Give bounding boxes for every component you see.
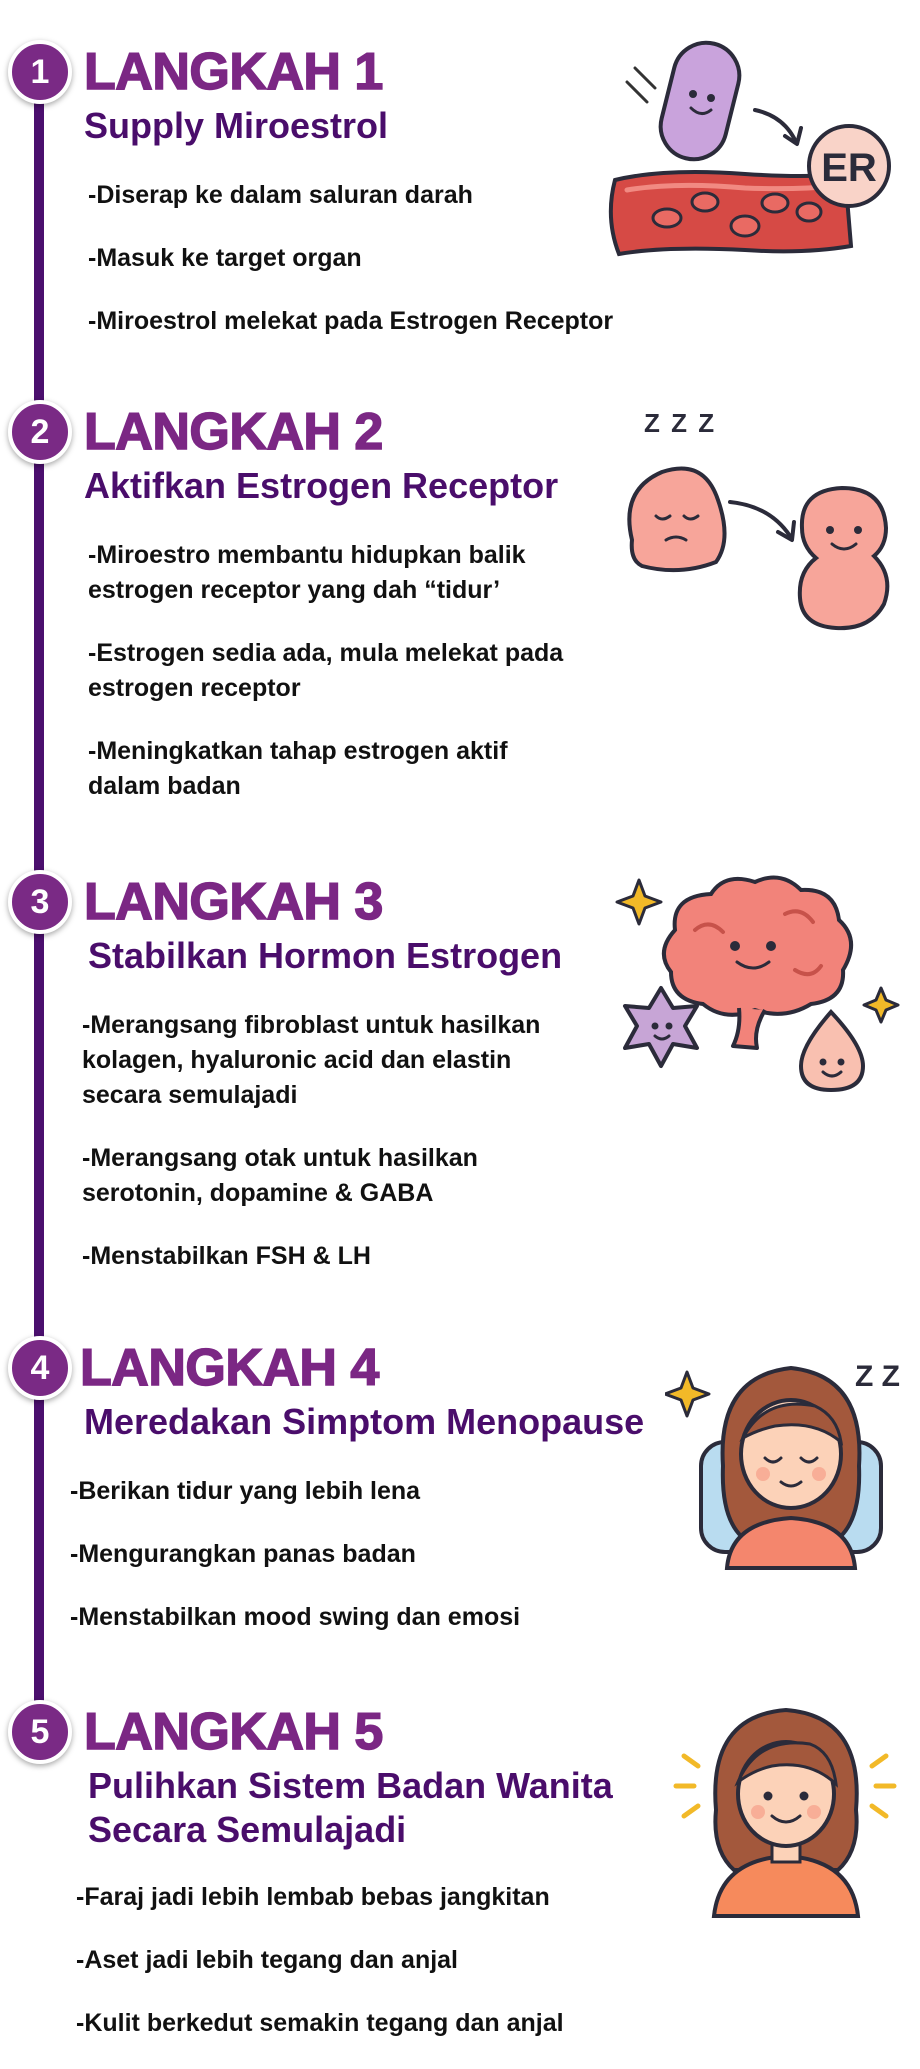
- step-title: LANGKAH 1: [83, 42, 384, 102]
- step-number-badge: 2: [8, 400, 72, 464]
- happy-woman-icon: [673, 1707, 897, 1918]
- step-subtitle: Pulihkan Sistem Badan Wanita Secara Semu…: [88, 1764, 613, 1852]
- step-bullet-list: -Diserap ke dalam saluran darah -Masuk k…: [88, 178, 613, 367]
- step-subtitle-line: Stabilkan Hormon Estrogen: [88, 935, 563, 976]
- step-subtitle-line: Aktifkan Estrogen Receptor: [84, 465, 559, 506]
- bullet-item: -Menstabilkan FSH & LH: [82, 1242, 371, 1270]
- bullet-item: -Meningkatkan tahap estrogen aktif dalam…: [88, 737, 508, 800]
- step-number-badge: 3: [8, 870, 72, 934]
- step-subtitle-line: Meredakan Simptom Menopause: [84, 1401, 645, 1442]
- bullet-item: -Merangsang fibroblast untuk hasilkan ko…: [82, 1011, 541, 1109]
- receptor-label: ER: [821, 146, 877, 190]
- sleeping-woman-icon: Z Z: [665, 1360, 900, 1570]
- bullet-item: -Merangsang otak untuk hasilkan serotoni…: [82, 1144, 478, 1207]
- step-bullet-list: -Merangsang fibroblast untuk hasilkan ko…: [82, 1008, 540, 1302]
- step-number-badge: 5: [8, 1700, 72, 1764]
- step-title: LANGKAH 2: [83, 402, 384, 462]
- bullet-item: -Diserap ke dalam saluran darah: [88, 181, 473, 209]
- step-subtitle: Aktifkan Estrogen Receptor: [84, 464, 558, 508]
- zzz-text: Z Z Z: [644, 408, 716, 438]
- bullet-item: -Menstabilkan mood swing dan emosi: [70, 1603, 521, 1631]
- step-number-badge: 1: [8, 40, 72, 104]
- zz-text: Z Z: [855, 1360, 900, 1393]
- bullet-item: -Masuk ke target organ: [88, 244, 362, 272]
- step-subtitle-line: Pulihkan Sistem Badan Wanita: [88, 1765, 613, 1806]
- brain-cell-droplet-icon: [615, 875, 900, 1093]
- step-title: LANGKAH 3: [83, 872, 384, 932]
- bullet-item: -Estrogen sedia ada, mula melekat pada e…: [88, 639, 564, 702]
- step-subtitle: Meredakan Simptom Menopause: [84, 1400, 644, 1444]
- step-number-badge: 4: [8, 1336, 72, 1400]
- bullet-item: -Berikan tidur yang lebih lena: [70, 1477, 421, 1505]
- blood-vessel-estrogen-receptor-icon: ER: [608, 40, 891, 257]
- step-bullet-list: -Faraj jadi lebih lembab bebas jangkitan…: [76, 1880, 564, 2069]
- step-subtitle-line: Supply Miroestrol: [84, 105, 389, 146]
- bullet-item: -Faraj jadi lebih lembab bebas jangkitan: [76, 1883, 550, 1911]
- step-subtitle: Supply Miroestrol: [84, 104, 388, 148]
- bullet-item: -Kulit berkedut semakin tegang dan anjal: [76, 2009, 564, 2037]
- step-title: LANGKAH 5: [83, 1702, 384, 1762]
- bullet-item: -Miroestrol melekat pada Estrogen Recept…: [88, 307, 614, 335]
- bullet-item: -Miroestro membantu hidupkan balik estro…: [88, 541, 526, 604]
- step-bullet-list: -Miroestro membantu hidupkan balik estro…: [88, 538, 563, 832]
- step-title: LANGKAH 4: [79, 1338, 380, 1398]
- bullet-item: -Aset jadi lebih tegang dan anjal: [76, 1946, 459, 1974]
- sleeping-cell-waking-icon: Z Z Z: [627, 408, 890, 631]
- bullet-item: -Mengurangkan panas badan: [70, 1540, 416, 1568]
- step-bullet-list: -Berikan tidur yang lebih lena -Menguran…: [70, 1474, 520, 1663]
- step-subtitle: Stabilkan Hormon Estrogen: [88, 934, 562, 978]
- step-subtitle-line: Secara Semulajadi: [88, 1809, 407, 1850]
